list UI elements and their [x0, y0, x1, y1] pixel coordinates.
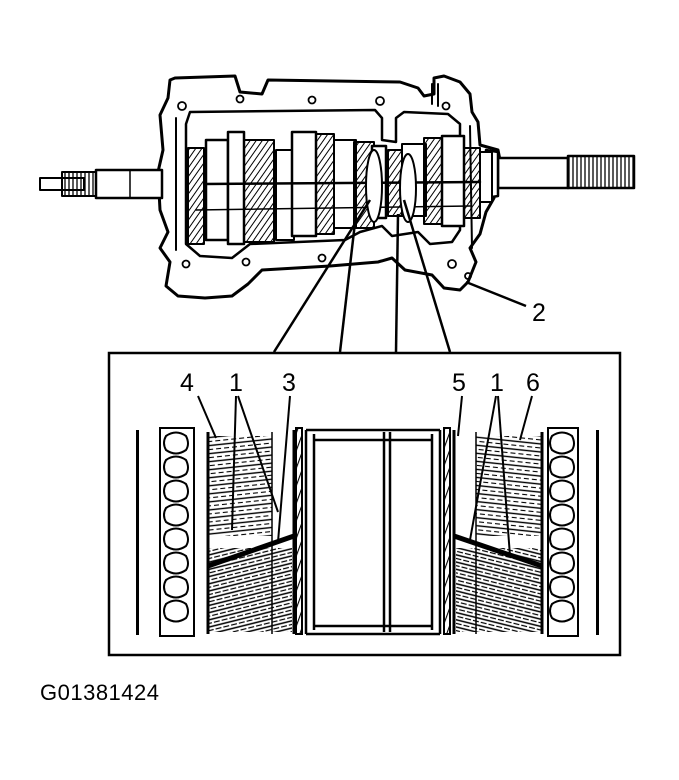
case-window	[184, 108, 462, 260]
callout-label-1-right: 1	[490, 369, 504, 397]
right-chamfer-line	[453, 533, 543, 569]
left-outer-wall	[136, 430, 139, 635]
left-balls	[163, 431, 189, 623]
right-synchro-teeth	[452, 430, 544, 634]
callout-label-2: 2	[532, 299, 546, 327]
figure-id-code: G01381424	[40, 680, 160, 705]
callout-label-6: 6	[526, 369, 540, 397]
center-ring	[304, 428, 442, 636]
detail-inset	[107, 351, 622, 657]
inset-leaders	[197, 395, 533, 557]
right-balls	[549, 431, 575, 623]
callout-label-4: 4	[180, 369, 194, 397]
callout-2-leader	[465, 280, 527, 308]
transmission-assembly	[39, 74, 636, 300]
output-shaft	[484, 148, 636, 200]
gear-stack	[187, 130, 493, 246]
left-ball-race	[159, 427, 195, 637]
callout-label-3: 3	[282, 369, 296, 397]
case-bolts	[177, 94, 472, 280]
input-shaft	[39, 168, 164, 200]
leader-lines	[272, 199, 527, 353]
callout-label-1-left: 1	[229, 369, 243, 397]
right-outer-wall	[596, 430, 599, 635]
left-chamfer-line	[207, 533, 295, 569]
right-ball-race	[547, 427, 579, 637]
transmission-case	[156, 74, 502, 300]
left-synchro-teeth	[206, 430, 296, 634]
callout-label-5: 5	[452, 369, 466, 397]
